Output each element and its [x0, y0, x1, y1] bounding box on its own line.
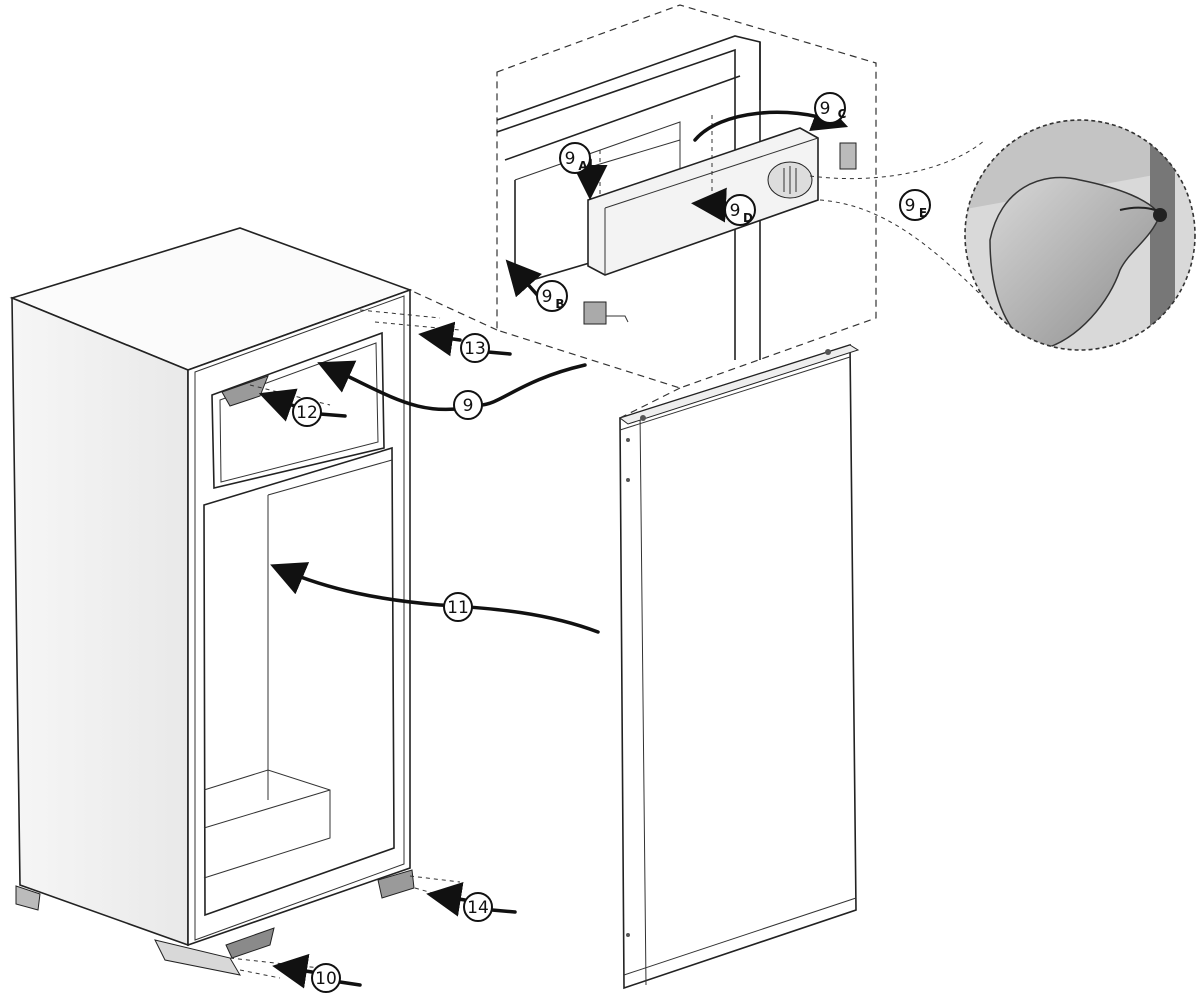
- bottom-hinge-left: [225, 927, 275, 959]
- svg-text:12: 12: [296, 403, 318, 423]
- svg-text:B: B: [555, 297, 564, 311]
- svg-text:14: 14: [467, 898, 489, 918]
- callout-9d: 9 D: [724, 194, 756, 226]
- svg-text:9: 9: [820, 99, 831, 119]
- svg-text:C: C: [838, 107, 847, 121]
- svg-text:11: 11: [447, 598, 469, 618]
- assembly-arrows: [229, 309, 600, 989]
- svg-text:9: 9: [730, 201, 741, 221]
- callout-9b: 9 B: [536, 280, 568, 312]
- svg-text:10: 10: [315, 969, 337, 989]
- detail-inset: [409, 4, 1006, 419]
- svg-text:9: 9: [565, 149, 576, 169]
- control-panel: [587, 127, 819, 276]
- svg-text:9: 9: [905, 196, 916, 216]
- callout-9: 9: [453, 390, 483, 420]
- callout-13: 13: [460, 333, 490, 363]
- fridge-door: [618, 343, 860, 990]
- svg-text:9: 9: [542, 287, 553, 307]
- fridge-cabinet: [9, 227, 415, 976]
- callout-14: 14: [463, 892, 493, 922]
- callout-10: 10: [311, 963, 341, 993]
- thermostat-knob: [839, 142, 857, 170]
- svg-text:A: A: [578, 159, 588, 173]
- callout-9c: 9 C: [814, 92, 847, 124]
- callout-9a: 9 A: [559, 142, 591, 174]
- zoom-detail: [964, 119, 1196, 351]
- svg-text:9: 9: [463, 396, 474, 416]
- svg-text:13: 13: [464, 339, 486, 359]
- callout-9e: 9 E: [899, 189, 931, 221]
- svg-text:D: D: [743, 211, 753, 225]
- callout-11: 11: [443, 592, 473, 622]
- callout-12: 12: [292, 397, 322, 427]
- bottom-hinge-right: [377, 869, 415, 899]
- lamp-cover: [583, 301, 607, 325]
- svg-text:E: E: [919, 206, 927, 220]
